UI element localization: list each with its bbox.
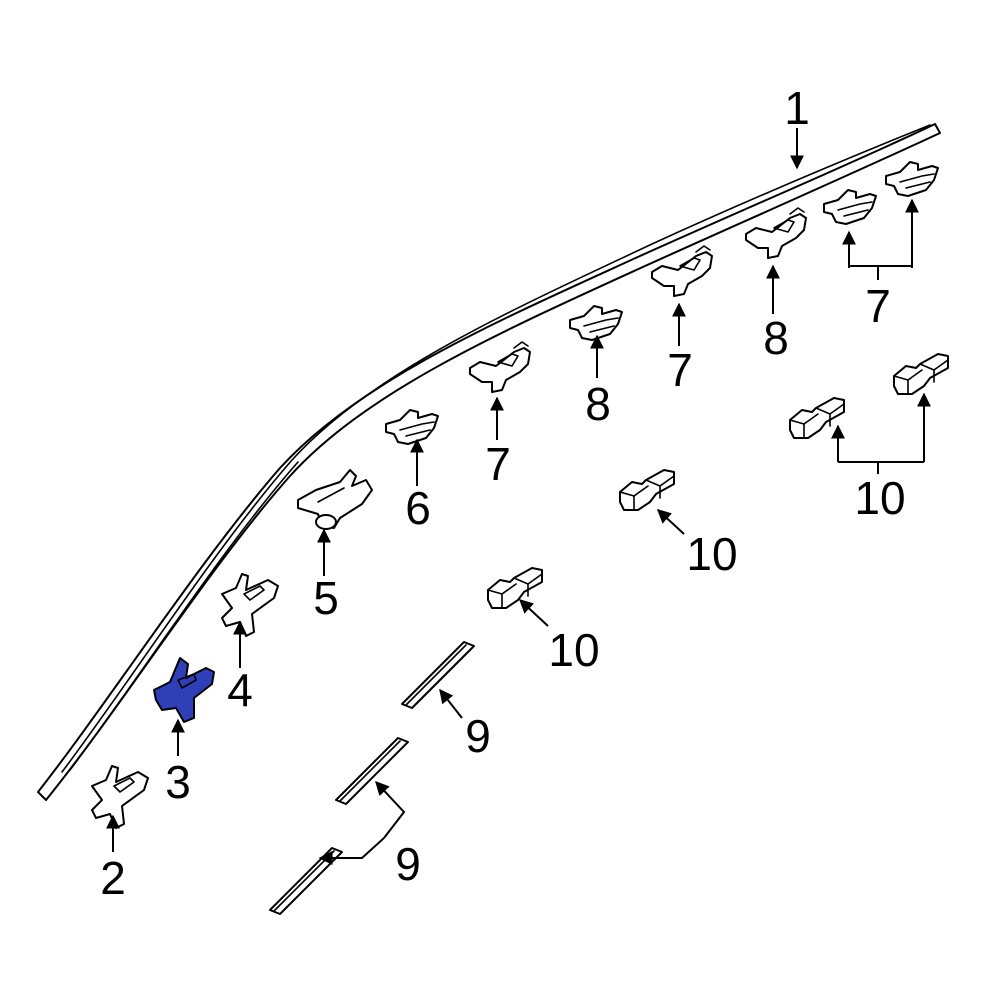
- roof-molding[interactable]: [37, 123, 941, 801]
- bracket-part-6[interactable]: [385, 409, 439, 445]
- fastener-part-10-a[interactable]: [487, 567, 543, 609]
- bracket-part-7-c[interactable]: [823, 189, 877, 225]
- callout-9b: 9: [395, 838, 421, 890]
- callout-8b: 8: [763, 312, 789, 364]
- clip-part-3-highlighted[interactable]: [153, 657, 215, 723]
- strip-part-9-b[interactable]: [335, 737, 409, 805]
- clip-part-4[interactable]: [221, 573, 279, 637]
- bracket-part-7-d[interactable]: [885, 161, 939, 197]
- callout-2: 2: [100, 852, 126, 904]
- callout-4: 4: [227, 664, 253, 716]
- callout-8a: 8: [585, 378, 611, 430]
- callout-5: 5: [313, 572, 339, 624]
- callout-7c: 7: [865, 280, 891, 332]
- callout-10b: 10: [686, 528, 737, 580]
- fastener-part-10-b[interactable]: [619, 469, 675, 511]
- callout-9a: 9: [465, 710, 491, 762]
- bracket-part-8-a[interactable]: [569, 305, 623, 341]
- clip-part-2[interactable]: [91, 765, 149, 829]
- callout-10a: 10: [548, 624, 599, 676]
- callout-labels: 1 2 3 4 5 6 7 8 7 8 7 10 10 10 9 9: [100, 82, 905, 904]
- bracket-part-5[interactable]: [297, 469, 373, 530]
- leader-lines: [106, 128, 931, 865]
- callout-3: 3: [165, 756, 191, 808]
- fastener-part-10-c[interactable]: [789, 397, 845, 439]
- callout-6: 6: [405, 482, 431, 534]
- callout-10c: 10: [854, 472, 905, 524]
- callout-7a: 7: [485, 438, 511, 490]
- fastener-part-10-d[interactable]: [893, 353, 949, 395]
- bracket-part-7-a[interactable]: [469, 341, 531, 393]
- callout-1: 1: [784, 82, 810, 134]
- strip-part-9-a[interactable]: [401, 641, 475, 709]
- callout-7b: 7: [667, 344, 693, 396]
